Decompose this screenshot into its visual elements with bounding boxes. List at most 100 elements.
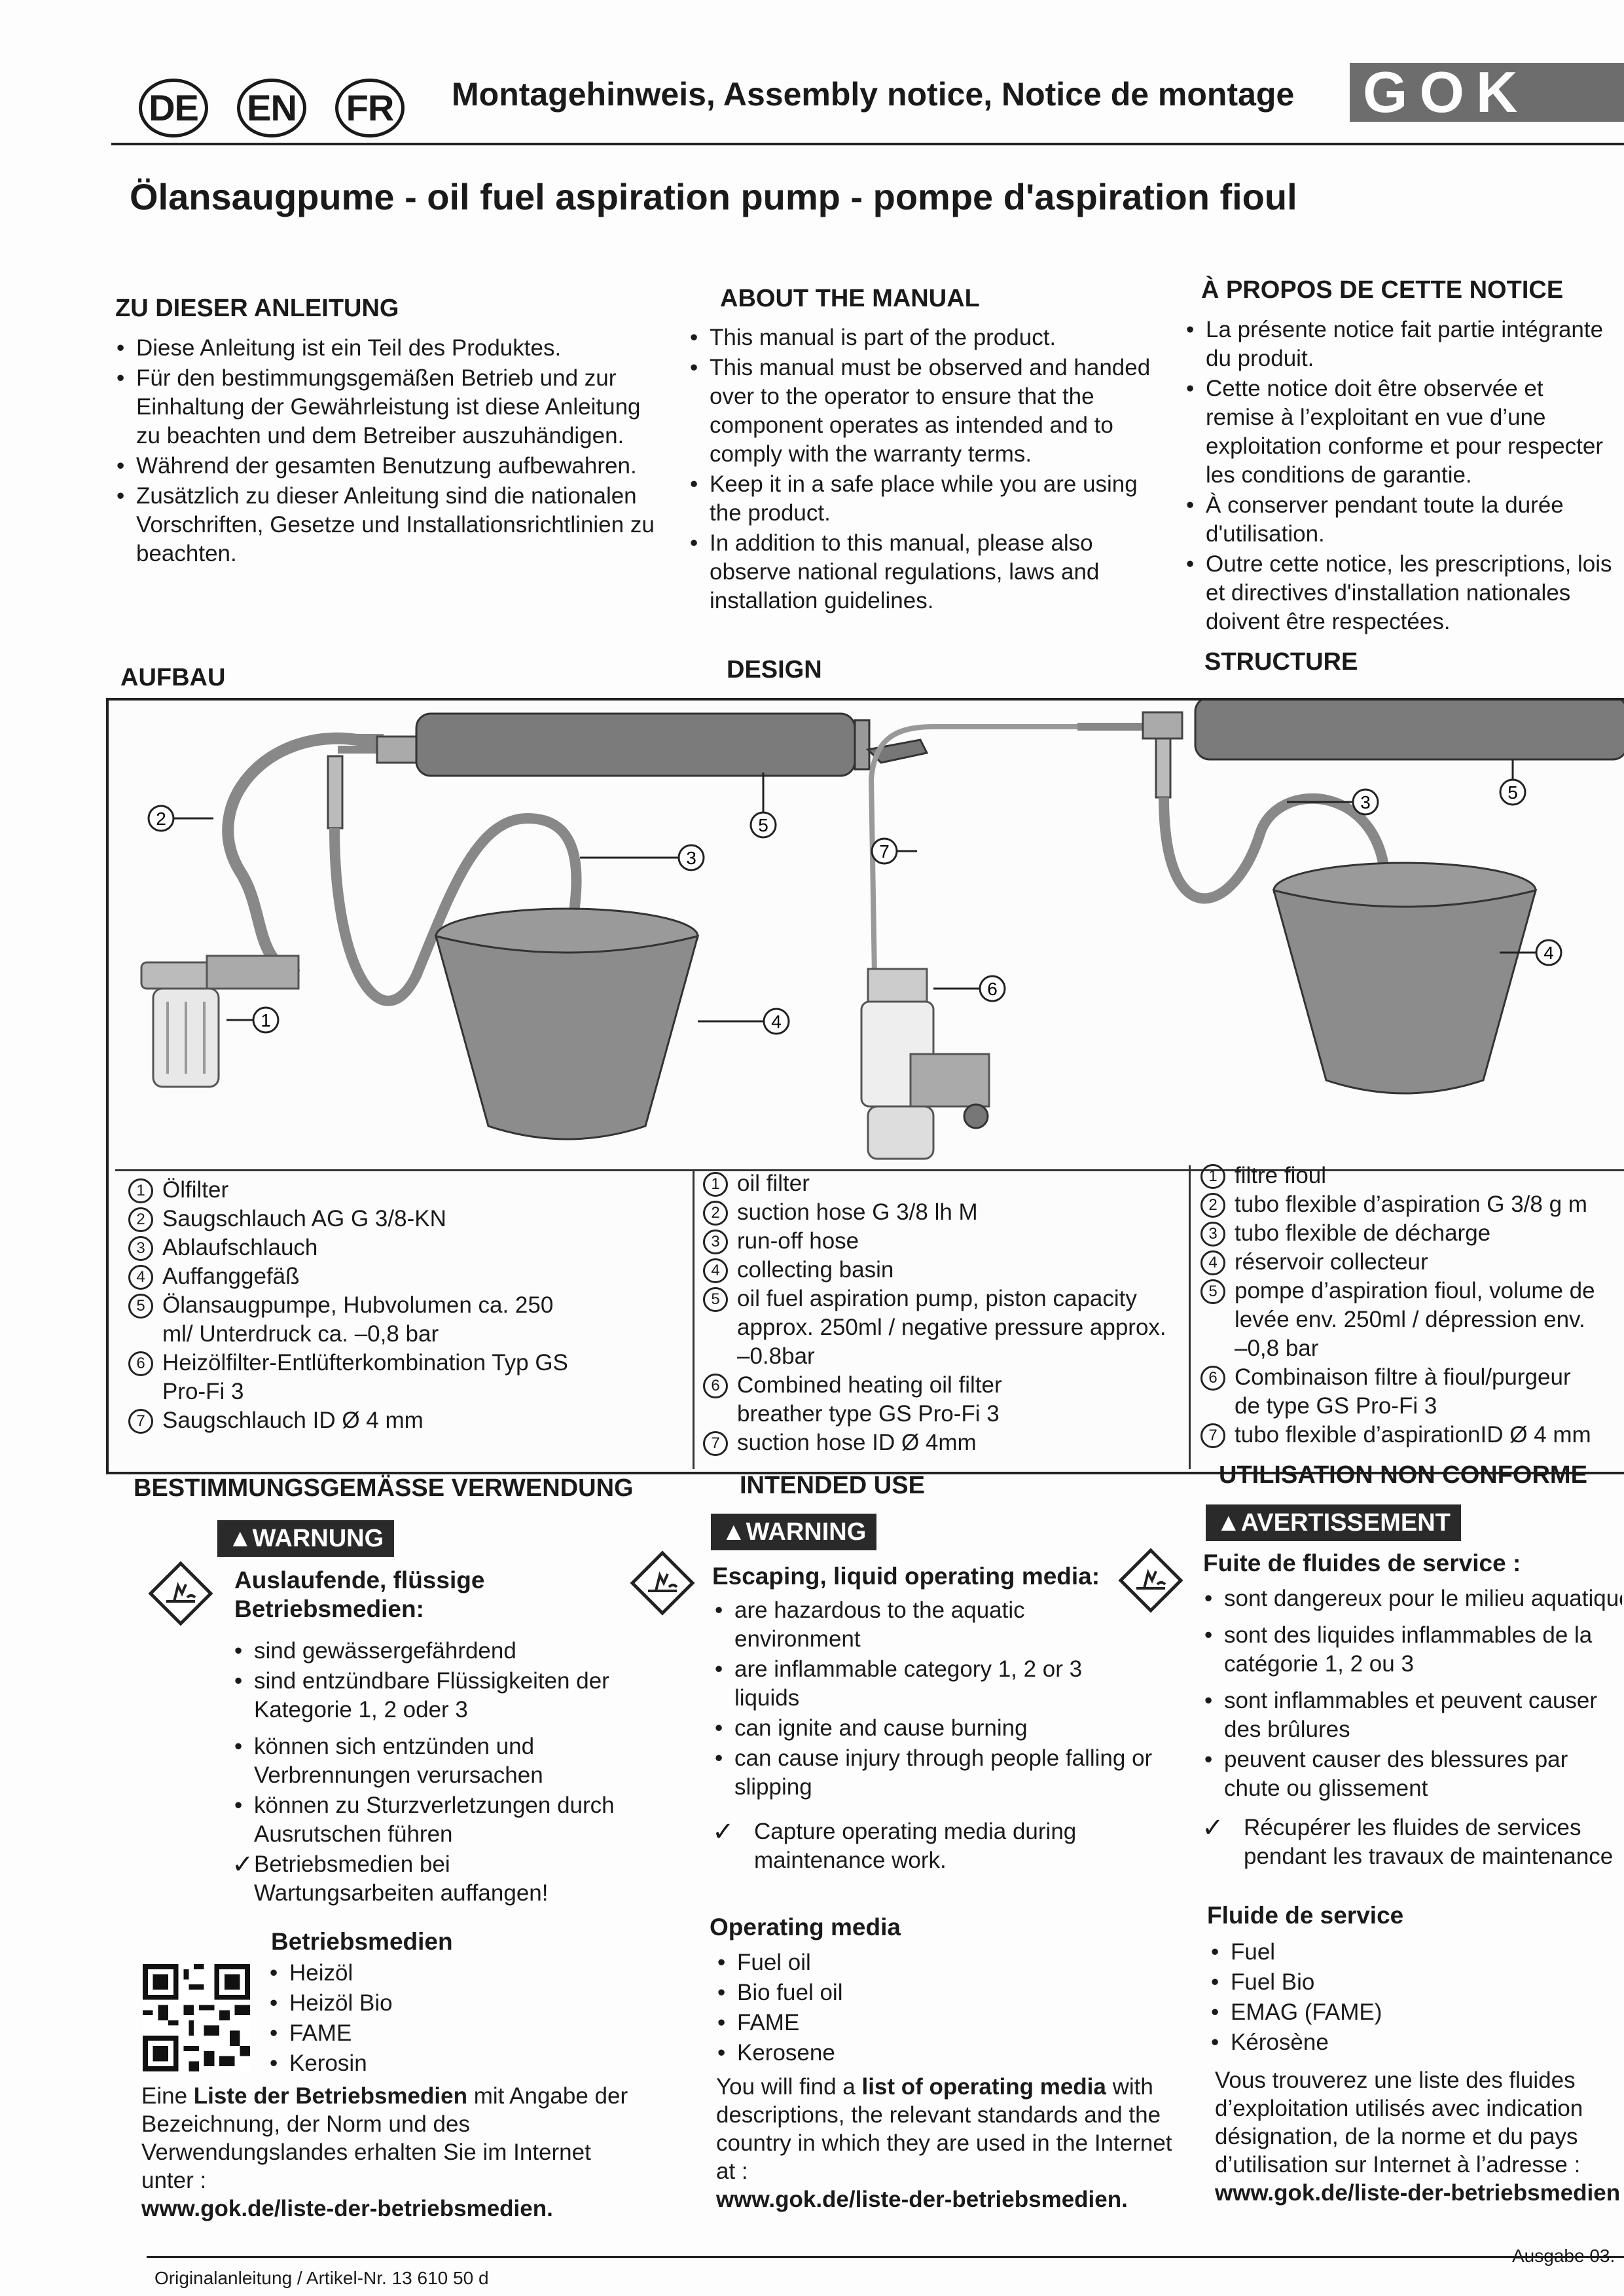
callout-number: 4 (703, 1258, 728, 1283)
media-item: Fuel oil (716, 1948, 1083, 1977)
action-item: Récupérer les fluides de services pendan… (1203, 1813, 1622, 1871)
about-item: This manual is part of the product. (689, 323, 1173, 352)
about-heading-en: ABOUT THE MANUAL (720, 285, 980, 312)
lang-badge-de: DE (139, 79, 208, 137)
callout-number: 1 (1200, 1164, 1225, 1189)
media-title-en: Operating media (710, 1914, 901, 1941)
callout-2: 2 (156, 809, 166, 829)
hazard-item: sont des liquides inflammables de la cat… (1203, 1621, 1622, 1679)
design-heading-de: AUFBAU (120, 664, 226, 691)
suction-hose-mid (868, 724, 1077, 976)
callout-number: 6 (1200, 1366, 1225, 1391)
callout-1: 1 (261, 1010, 271, 1030)
environment-hazard-icon (148, 1561, 213, 1626)
hazard-item: sind gewässergefährdend (233, 1637, 665, 1666)
callout-number: 3 (1200, 1222, 1225, 1247)
lang-badge-fr: FR (335, 79, 405, 137)
media-item: Fuel Bio (1210, 1968, 1576, 1997)
lang-badge-en: EN (237, 79, 306, 137)
column-separator (1189, 1165, 1191, 1469)
callout-number: 2 (1200, 1193, 1225, 1218)
about-item: À conserver pendant toute la durée d'uti… (1185, 491, 1617, 549)
media-list-link[interactable]: www.gok.de/liste-der-betriebsmedien. (1215, 2180, 1621, 2206)
warning-badge-de: ▲WARNUNG (217, 1520, 395, 1557)
media-list-fr: Fuel Fuel Bio EMAG (FAME) Kérosène (1210, 1938, 1576, 2058)
media-list-link[interactable]: www.gok.de/liste-der-betriebsmedien. (141, 2196, 553, 2221)
media-info-en: You will find a list of operating media … (716, 2074, 1172, 2212)
page-title: Ölansaugpume - oil fuel aspiration pump … (130, 176, 1297, 217)
callout-number: 5 (703, 1287, 728, 1312)
hazard-list-de: sind gewässergefährdend sind entzündbare… (232, 1637, 665, 1909)
filter-breather-diagram (860, 968, 990, 1160)
collecting-basin-left (434, 907, 700, 1140)
environment-hazard-icon (630, 1550, 695, 1616)
hazard-item: sind entzündbare Flüssigkeiten der Kateg… (233, 1667, 665, 1724)
callout-number: 4 (1200, 1250, 1225, 1275)
callout-group: 2 1 3 4 5 7 6 3 4 5 (147, 778, 1562, 1035)
hazard-item: sont dangereux pour le milieu aquatique (1203, 1584, 1622, 1613)
media-item: Kerosene (716, 2039, 1083, 2068)
legend-divider (115, 1169, 1624, 1171)
about-list-fr: La présente notice fait partie intégrant… (1185, 316, 1617, 638)
media-item: Bio fuel oil (716, 1978, 1083, 2007)
about-list-de: Diese Anleitung ist ein Teil des Produkt… (115, 334, 665, 570)
design-heading-fr: STRUCTURE (1204, 648, 1358, 676)
hazard-title-fr: Fuite de fluides de service : (1203, 1550, 1521, 1576)
callout-4-right: 4 (1543, 943, 1554, 963)
callout-6: 6 (987, 979, 998, 999)
callout-7: 7 (879, 841, 890, 862)
media-list-link[interactable]: www.gok.de/liste-der-betriebsmedien. (716, 2187, 1128, 2212)
callout-3: 3 (686, 848, 696, 868)
hazard-list-fr: sont dangereux pour le milieu aquatique … (1203, 1584, 1622, 1872)
warning-badge-fr: ▲AVERTISSEMENT (1206, 1504, 1461, 1541)
media-item: Kérosène (1210, 2028, 1576, 2057)
callout-number: 2 (703, 1201, 728, 1226)
callout-number: 5 (1200, 1279, 1225, 1304)
runoff-hose-right (1159, 793, 1390, 904)
media-info-de: Eine Liste der Betriebsmedien mit Angabe… (141, 2083, 628, 2221)
callout-number: 5 (128, 1294, 153, 1319)
about-item: Für den bestimmungsgemäßen Betrieb und z… (115, 364, 665, 450)
callout-number: 6 (703, 1374, 728, 1398)
callout-number: 7 (1200, 1423, 1225, 1448)
hazard-list-en: are hazardous to the aquatic environment… (712, 1596, 1172, 1876)
qr-code-icon (143, 1964, 250, 2071)
collecting-basin-right (1272, 862, 1538, 1095)
use-heading-de: BESTIMMUNGSGEMÄSSE VERWENDUNG (134, 1474, 634, 1502)
action-item: Betriebsmedien bei Wartungsarbeiten auff… (232, 1850, 594, 1908)
design-heading-en: DESIGN (727, 656, 822, 683)
about-heading-fr: À PROPOS DE CETTE NOTICE (1201, 276, 1564, 304)
about-item: In addition to this manual, please also … (689, 529, 1173, 615)
media-item: FAME (716, 2009, 1083, 2037)
media-list-de: Heizöl Heizöl Bio FAME Kerosin (268, 1959, 635, 2079)
about-list-en: This manual is part of the product. This… (689, 323, 1173, 617)
media-item: Kerosin (268, 2049, 635, 2078)
hazard-title-en: Escaping, liquid operating media: (712, 1563, 1100, 1590)
runoff-hose-left (329, 812, 582, 1006)
hazard-item: are hazardous to the aquatic environment (713, 1596, 1075, 1654)
hazard-item: können zu Sturzverletzungen durch Ausrut… (233, 1791, 665, 1849)
about-item: Cette notice doit être observée et remis… (1185, 374, 1617, 490)
about-item: Keep it in a safe place while you are us… (689, 470, 1173, 528)
callout-number: 7 (703, 1431, 728, 1456)
oil-filter-diagram (140, 955, 300, 1088)
media-title-de: Betriebsmedien (271, 1928, 453, 1955)
